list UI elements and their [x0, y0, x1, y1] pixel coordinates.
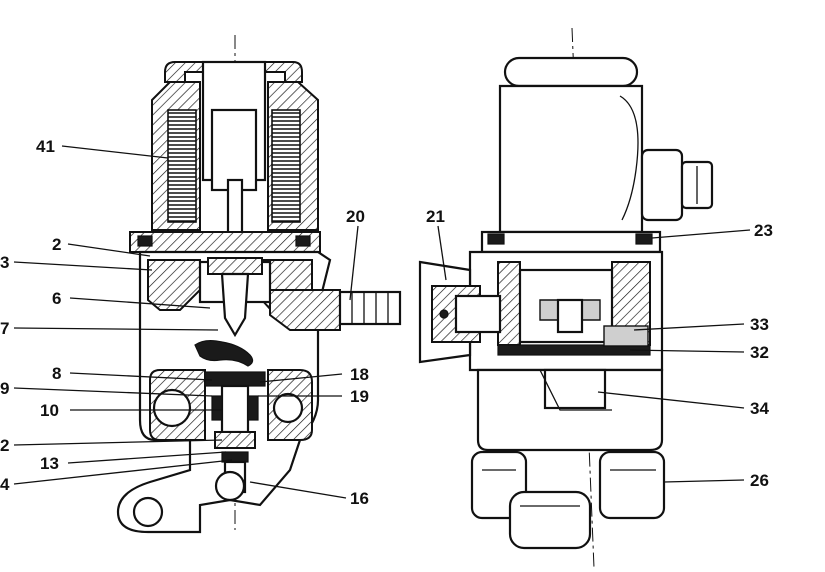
- right-flange-screw-right: [635, 233, 653, 245]
- flange-screw-left: [137, 235, 153, 247]
- piston-seal-top: [204, 371, 266, 387]
- valve-seat-block: [207, 257, 263, 275]
- bottom-port-right: [598, 450, 666, 520]
- right-flange-screw-left: [487, 233, 505, 245]
- bottom-port-center: [508, 490, 592, 550]
- side-port-housing: [269, 289, 341, 331]
- coil-winding-left: [167, 109, 197, 223]
- coil-winding-right: [271, 109, 301, 223]
- label-26: 26: [750, 471, 769, 490]
- label-6: 6: [52, 289, 61, 308]
- label-8: 8: [52, 364, 61, 383]
- side-fitting-core: [454, 294, 502, 334]
- label-13: 13: [40, 454, 59, 473]
- armature: [210, 108, 258, 192]
- right-flange: [480, 230, 662, 254]
- leader-12: [13, 439, 223, 446]
- label-34: 34: [750, 399, 769, 418]
- right-external-view: [418, 27, 714, 569]
- mounting-flange: [129, 231, 321, 253]
- connector-housing: [640, 148, 684, 222]
- solenoid-cylinder: [498, 84, 644, 234]
- leader-23: [651, 229, 751, 239]
- leader-41: [61, 145, 169, 159]
- label-32: 32: [750, 343, 769, 362]
- leader-34: [597, 391, 745, 409]
- cylinder-shading: [619, 95, 639, 221]
- label-7: 7: [0, 319, 9, 338]
- lower-window: [543, 368, 607, 410]
- label-33: 33: [750, 315, 769, 334]
- label-18: 18: [350, 365, 369, 384]
- leader-3: [13, 261, 153, 271]
- leader-6: [69, 297, 211, 309]
- leader-32: [629, 349, 745, 353]
- flange-screw-right: [295, 235, 311, 247]
- leader-16: [249, 481, 347, 499]
- leader-9: [13, 387, 213, 397]
- label-21: 21: [426, 207, 445, 226]
- bore-right: [272, 392, 304, 424]
- leader-8: [69, 372, 213, 381]
- central-stem: [556, 298, 584, 334]
- leader-13: [67, 451, 227, 464]
- piston-seal-left: [211, 395, 223, 421]
- label-12: 2: [0, 436, 9, 455]
- rocker-lever: [194, 339, 254, 367]
- valve-needle: [220, 272, 250, 338]
- casting-edge: [539, 369, 612, 411]
- leader-20: [349, 225, 359, 301]
- leader-26: [663, 479, 745, 483]
- piston: [220, 384, 250, 434]
- leader-21: [437, 225, 447, 281]
- left-sectional-view: [116, 35, 402, 534]
- leader-lines: [13, 145, 751, 499]
- label-3: 3: [0, 253, 9, 272]
- leader-14: [13, 459, 233, 485]
- right-wall-left: [497, 261, 521, 346]
- side-port-nozzle: [338, 290, 402, 326]
- leader-2: [67, 243, 151, 257]
- label-19: 19: [350, 387, 369, 406]
- label-14: 4: [0, 475, 10, 494]
- bore-left: [152, 388, 192, 428]
- piston-seal-right: [247, 395, 259, 421]
- leader-7: [13, 327, 219, 331]
- label-23: 23: [754, 221, 773, 240]
- mounting-eye: [132, 496, 164, 528]
- label-41: 41: [36, 137, 55, 156]
- label-10: 10: [40, 401, 59, 420]
- leader-33: [633, 323, 745, 331]
- body-wall-upper-left: [147, 259, 201, 311]
- callout-labels: 41 2 3 6 7 8 9 10 2 13 4 16 18 19 20 21 …: [0, 137, 773, 508]
- solenoid-cap-right: [503, 56, 639, 88]
- label-16: 16: [350, 489, 369, 508]
- lower-bore: [214, 470, 246, 502]
- side-fitting-hole: [439, 309, 449, 319]
- label-2: 2: [52, 235, 61, 254]
- label-20: 20: [346, 207, 365, 226]
- label-9: 9: [0, 379, 9, 398]
- spring-pack: [603, 325, 649, 347]
- leader-18: [259, 373, 343, 383]
